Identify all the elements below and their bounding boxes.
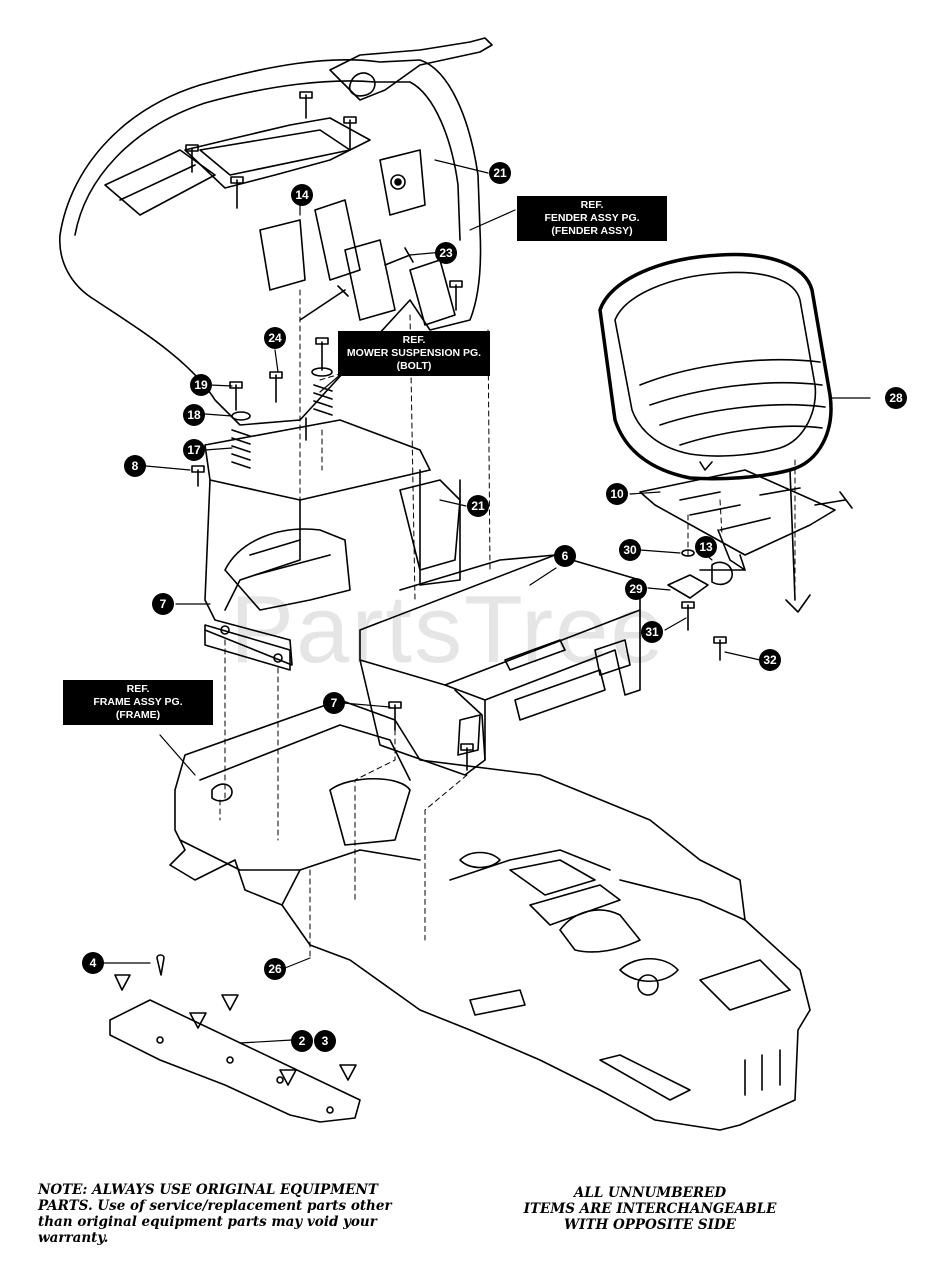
suspension-hardware [191,337,333,487]
callout-7-lower[interactable]: 7 [323,692,345,714]
callout-18[interactable]: 18 [183,404,205,426]
watermark-text: PartsTree [230,576,666,683]
callout-29[interactable]: 29 [625,578,647,600]
callout-7[interactable]: 7 [152,593,174,615]
note-line: ITEMS ARE INTERCHANGEABLE [523,1201,777,1217]
callout-31[interactable]: 31 [641,621,663,643]
cover-plate-parts-2-3 [109,954,361,1123]
note-line: WITH OPPOSITE SIDE [564,1217,736,1233]
callout-32[interactable]: 32 [759,649,781,671]
seat-support-bracket [204,419,461,671]
note-interchangeable: ALL UNNUMBERED ITEMS ARE INTERCHANGEABLE… [495,1185,805,1233]
callout-13[interactable]: 13 [695,536,717,558]
leader-lines [102,159,871,1044]
note-original-parts: NOTE: ALWAYS USE ORIGINAL EQUIPMENT PART… [38,1182,458,1246]
note-line: PARTS. Use of service/replacement parts … [38,1198,392,1214]
ref-fender-assy-box: REF. FENDER ASSY PG. (FENDER ASSY) [517,196,667,241]
callout-21[interactable]: 21 [489,162,511,184]
ref-part: (FENDER ASSY) [551,225,633,237]
ref-mower-suspension-box: REF. MOWER SUSPENSION PG. (BOLT) [338,331,490,376]
ref-label: REF. [126,683,150,695]
callout-6[interactable]: 6 [554,545,576,567]
callout-26[interactable]: 26 [264,958,286,980]
callout-10[interactable]: 10 [606,483,628,505]
note-line: NOTE: ALWAYS USE ORIGINAL EQUIPMENT [38,1182,378,1198]
ref-page: FRAME ASSY PG. [93,696,183,708]
fender-assembly [59,37,493,426]
callout-4[interactable]: 4 [82,952,104,974]
frame-assembly [169,699,811,1131]
callout-30[interactable]: 30 [619,539,641,561]
seat-part-28 [598,252,833,481]
callout-23[interactable]: 23 [435,242,457,264]
ref-label: REF. [402,334,426,346]
callout-8[interactable]: 8 [124,455,146,477]
callout-19[interactable]: 19 [190,374,212,396]
ref-part: (BOLT) [396,360,432,372]
callout-21-lower[interactable]: 21 [467,495,489,517]
callout-17[interactable]: 17 [183,439,205,461]
ref-label: REF. [580,199,604,211]
callout-2[interactable]: 2 [291,1030,313,1052]
ref-frame-assy-box: REF. FRAME ASSY PG. (FRAME) [63,680,213,725]
ref-page: FENDER ASSY PG. [544,212,640,224]
ref-page: MOWER SUSPENSION PG. [346,347,482,359]
note-line: warranty. [38,1230,109,1246]
callout-14[interactable]: 14 [291,184,313,206]
note-line: than original equipment parts may void y… [38,1214,377,1230]
seat-mount-plate-part-10 [639,469,853,661]
callout-28[interactable]: 28 [885,387,907,409]
note-line: ALL UNNUMBERED [573,1185,727,1201]
callout-24[interactable]: 24 [264,327,286,349]
ref-part: (FRAME) [115,709,161,721]
callout-3[interactable]: 3 [314,1030,336,1052]
